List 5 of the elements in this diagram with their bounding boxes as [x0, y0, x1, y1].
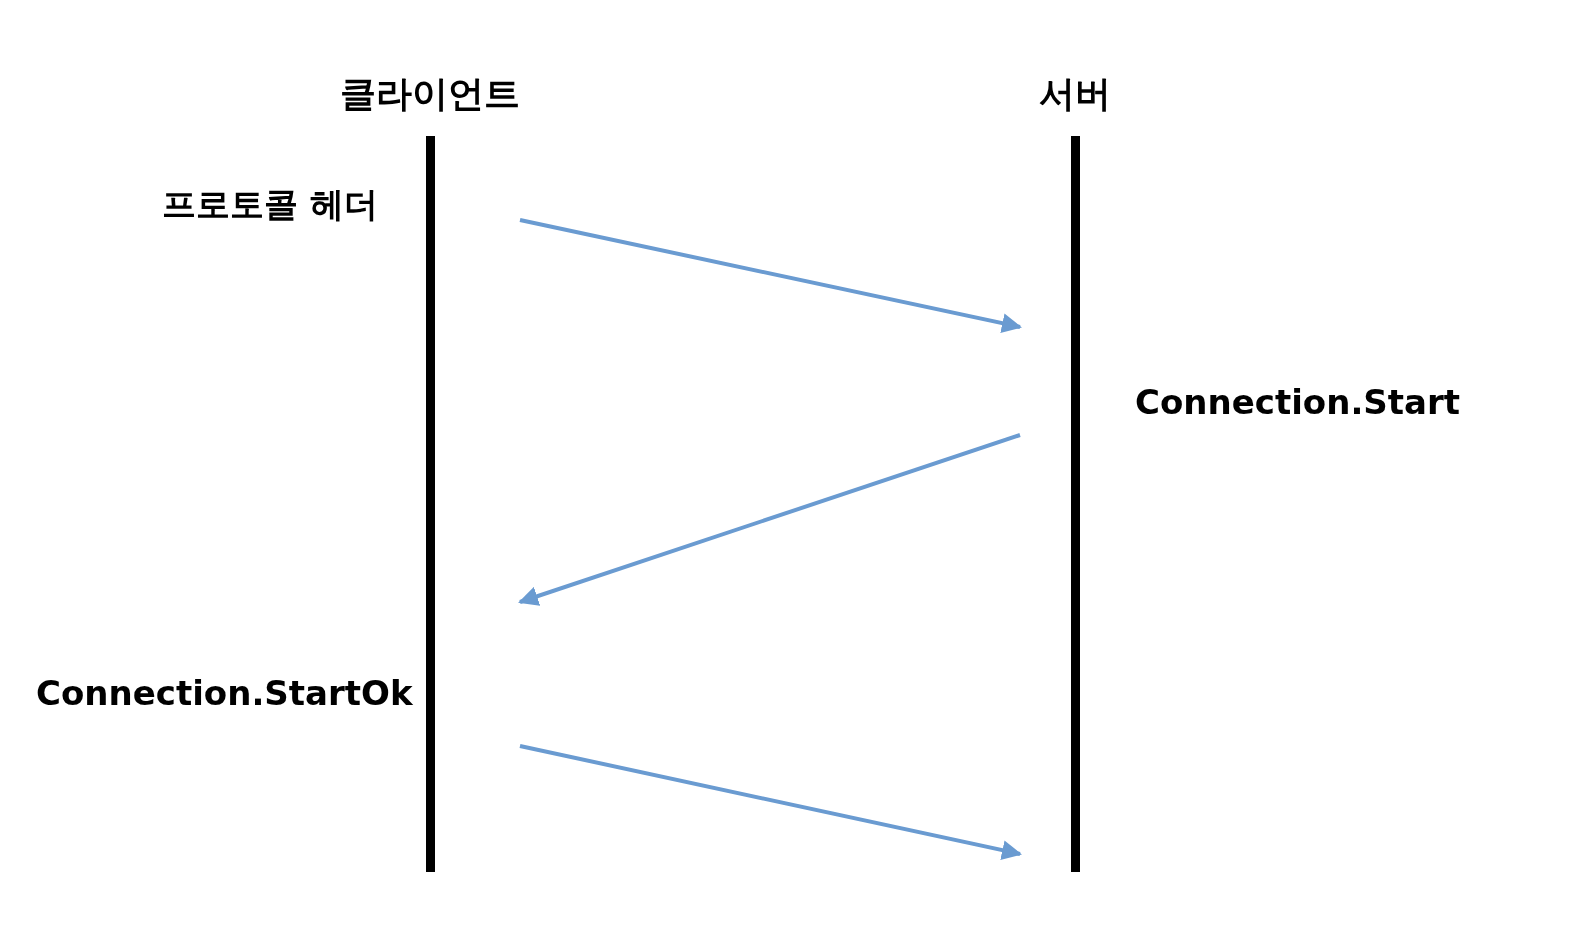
message-arrow: [518, 433, 1021, 606]
message-arrow: [519, 218, 1022, 333]
participant-heading: 서버: [1038, 72, 1112, 116]
participant-heading: 클라이언트: [340, 72, 520, 116]
message-arrow: [519, 744, 1022, 860]
